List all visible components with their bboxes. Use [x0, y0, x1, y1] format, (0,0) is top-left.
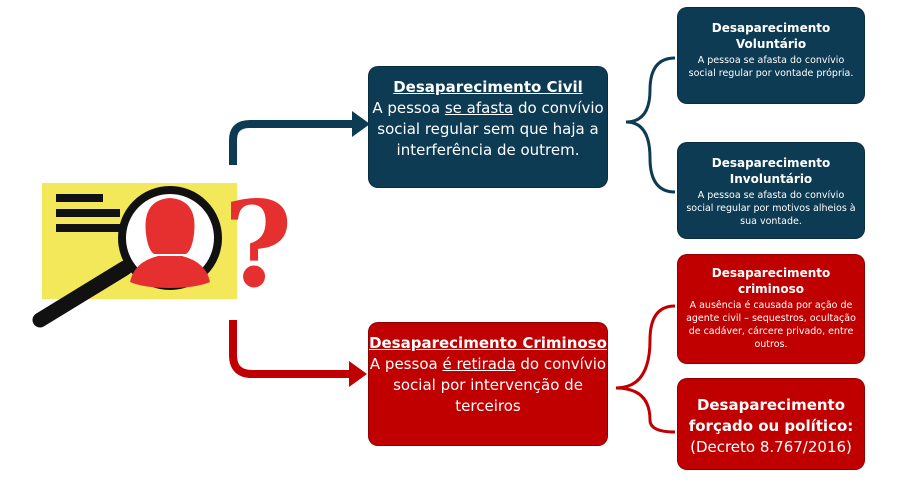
arrow-to-criminoso: [229, 320, 352, 378]
involuntario-title: Desaparecimento Involuntário: [711, 156, 831, 186]
criminoso-box: Desaparecimento Criminoso A pessoa é ret…: [368, 322, 608, 446]
criminoso-sub-title: Desaparecimento criminoso: [711, 266, 831, 296]
arrowhead-civil: [352, 111, 370, 137]
person-silhouette-icon: [130, 198, 210, 288]
voluntario-desc: A pessoa se afasta do convívio social re…: [688, 55, 854, 79]
text-line-icon: [56, 224, 120, 232]
arrow-to-civil: [229, 120, 355, 165]
magnifier-handle-icon: [32, 260, 133, 328]
criminoso-title: Desaparecimento Criminoso: [369, 334, 607, 352]
civil-title: Desaparecimento Civil: [393, 78, 583, 96]
criminoso-sub-box: Desaparecimento criminoso A ausência é c…: [677, 254, 865, 364]
criminoso-desc-pre: A pessoa: [369, 355, 443, 373]
civil-desc-pre: A pessoa: [372, 99, 445, 117]
voluntario-title: Desaparecimento Voluntário: [711, 21, 831, 51]
civil-desc-post: do convívio social regular sem que haja …: [377, 99, 604, 159]
involuntario-desc: A pessoa se afasta do convívio social re…: [686, 190, 856, 227]
voluntario-box: Desaparecimento Voluntário A pessoa se a…: [677, 7, 865, 104]
civil-box: Desaparecimento Civil A pessoa se afasta…: [368, 66, 608, 188]
text-line-icon: [56, 209, 120, 217]
arrowhead-criminoso: [349, 361, 367, 387]
criminoso-sub-desc: A ausência é causada por ação de agente …: [686, 300, 856, 350]
criminoso-desc-underlined: é retirada: [442, 355, 516, 373]
forcado-title: Desaparecimento forçado ou político:: [688, 396, 854, 435]
civil-desc-underlined: se afasta: [444, 99, 514, 117]
involuntario-box: Desaparecimento Involuntário A pessoa se…: [677, 142, 865, 239]
text-line-icon: [56, 194, 103, 202]
brace-civil: [625, 56, 676, 194]
question-mark-icon: ?: [223, 175, 292, 314]
forcado-box: Desaparecimento forçado ou político: (De…: [677, 378, 865, 470]
forcado-desc: (Decreto 8.767/2016): [690, 438, 852, 456]
brace-criminoso: [615, 304, 676, 434]
criminoso-desc-post: do convívio social por intervenção de te…: [393, 355, 607, 415]
